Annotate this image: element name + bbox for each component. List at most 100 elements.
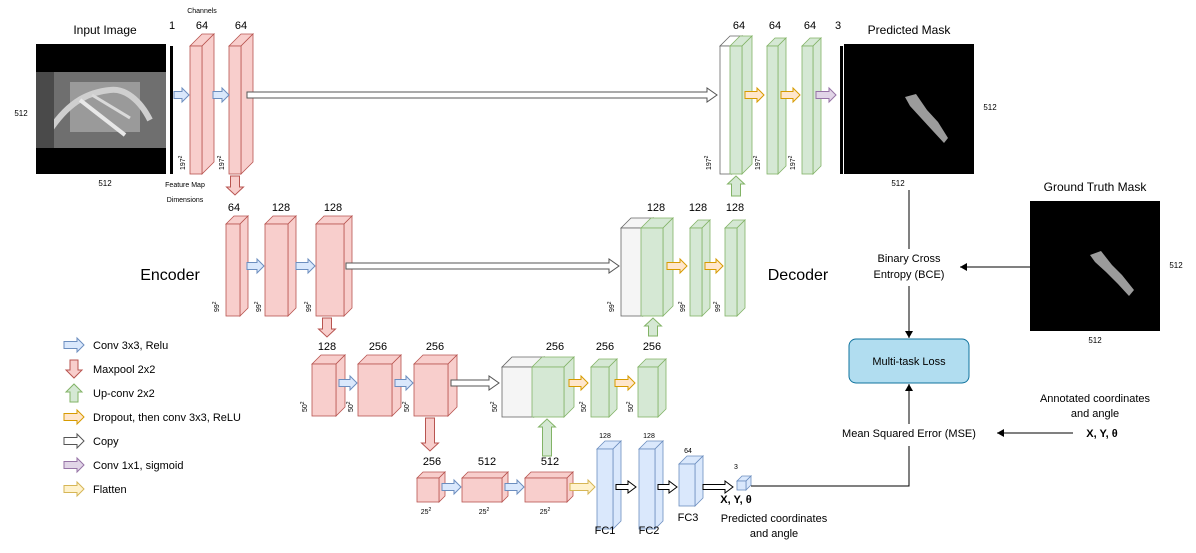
legend-arrow-icon-0 bbox=[63, 336, 85, 354]
dim-label-dec3-a: 502 bbox=[490, 401, 499, 412]
channel-label-e2b: 128 bbox=[272, 202, 290, 214]
upconv-arrow-2 bbox=[643, 317, 663, 337]
dim-label-enc3-a: 502 bbox=[300, 401, 309, 412]
dim-label-bottleneck-b: 252 bbox=[479, 507, 490, 516]
annotated-label-line1: Annotated coordinates bbox=[1040, 393, 1151, 405]
dec1-upconv-block bbox=[729, 35, 753, 175]
channel-label-b3: 512 bbox=[541, 456, 559, 468]
dimensions-caption: Dimensions bbox=[167, 197, 204, 204]
predicted-mask-title: Predicted Mask bbox=[868, 23, 952, 37]
maxpool-arrow-1 bbox=[225, 175, 245, 196]
dim-label-dec2-c: 992 bbox=[713, 301, 722, 312]
predicted-coords-line2: and angle bbox=[750, 528, 798, 540]
dim-label-dec2-b: 992 bbox=[678, 301, 687, 312]
bottleneck-block-b bbox=[461, 471, 509, 503]
channel-label-d1c: 64 bbox=[804, 20, 816, 32]
channel-label-e2c: 128 bbox=[324, 202, 342, 214]
gt-mask-side-label: 512 bbox=[1169, 261, 1183, 270]
coords-output-block bbox=[736, 475, 752, 491]
channel-label-xy: 3 bbox=[734, 464, 738, 471]
bottleneck-block-c bbox=[524, 471, 574, 503]
legend-arrow-icon-4 bbox=[63, 432, 85, 450]
bce-label-line2: Entropy (BCE) bbox=[874, 269, 945, 281]
dropout-arrow-dec2-b bbox=[704, 257, 724, 275]
enc3-block-b bbox=[357, 354, 402, 417]
channel-label-d3: 256 bbox=[546, 341, 564, 353]
arrow-layer bbox=[173, 86, 837, 496]
channel-label-e3b: 256 bbox=[369, 341, 387, 353]
channel-label-d1: 64 bbox=[733, 20, 745, 32]
legend-item-4: Copy bbox=[63, 432, 119, 450]
input-image-title: Input Image bbox=[73, 23, 137, 37]
mse-to-loss-line-head bbox=[905, 384, 913, 391]
legend-label-2: Up-conv 2x2 bbox=[93, 388, 155, 400]
connector-layer bbox=[751, 190, 1073, 487]
dim-label-dec1-c: 1972 bbox=[788, 155, 797, 170]
legend-item-2: Up-conv 2x2 bbox=[64, 383, 155, 403]
fc1-label: FC1 bbox=[595, 525, 616, 537]
conv-arrow-enc2-a bbox=[246, 257, 265, 275]
legend-label-4: Copy bbox=[93, 436, 119, 448]
input-channel-bar bbox=[170, 46, 173, 174]
bce-label-line1: Binary Cross bbox=[878, 253, 941, 265]
conv-arrow-enc2-b bbox=[295, 257, 316, 275]
conv-arrow-input bbox=[173, 86, 190, 104]
copy-arrow-level1 bbox=[246, 87, 718, 103]
copy-arrow-level3 bbox=[450, 375, 500, 391]
channel-in: 1 bbox=[169, 20, 175, 32]
enc2-block-b bbox=[264, 215, 297, 317]
input-image-side-label: 512 bbox=[14, 109, 28, 118]
flatten-arrow bbox=[569, 478, 596, 496]
legend-item-0: Conv 3x3, Relu bbox=[63, 336, 168, 354]
predicted-coords-vars: X, Y, θ bbox=[720, 494, 751, 506]
channel-label-fc3: 64 bbox=[684, 448, 692, 455]
channel-label-e2a: 64 bbox=[228, 202, 240, 214]
channel-label-d2b: 128 bbox=[689, 202, 707, 214]
maxpool-arrow-3 bbox=[420, 417, 440, 452]
predicted-mask-bottom-label: 512 bbox=[891, 179, 905, 188]
gt-mask-shape bbox=[1090, 251, 1134, 296]
annotated-to-mse-line-head bbox=[997, 429, 1004, 437]
encoder-label: Encoder bbox=[140, 267, 200, 284]
maxpool-arrow-2 bbox=[317, 317, 337, 338]
enc1-block-a bbox=[189, 33, 215, 175]
multitask-loss-box bbox=[848, 338, 970, 384]
dim-label-enc1-b: 1972 bbox=[217, 155, 226, 170]
fc-arrow-1 bbox=[615, 480, 637, 494]
input-image-bottom-label: 512 bbox=[98, 179, 112, 188]
dim-label-enc2-b: 992 bbox=[254, 301, 263, 312]
channel-label-e3c: 256 bbox=[426, 341, 444, 353]
channel-label-d1b: 64 bbox=[769, 20, 781, 32]
channel-label-fc2: 128 bbox=[643, 433, 655, 440]
gt-to-bce-line-head bbox=[960, 263, 967, 271]
annotated-vars: X, Y, θ bbox=[1086, 428, 1117, 440]
dim-label-dec1-a: 1972 bbox=[704, 155, 713, 170]
dim-label-enc3-b: 502 bbox=[346, 401, 355, 412]
dim-label-enc2-a: 992 bbox=[212, 301, 221, 312]
conv-arrow-enc3-b bbox=[394, 374, 414, 392]
multitask-loss-label: Multi-task Loss bbox=[872, 356, 946, 368]
legend-item-6: Flatten bbox=[63, 480, 127, 498]
legend-label-5: Conv 1x1, sigmoid bbox=[93, 460, 184, 472]
channel-label-d2c: 128 bbox=[726, 202, 744, 214]
predicted-mask-shape bbox=[905, 94, 948, 143]
legend-label-1: Maxpool 2x2 bbox=[93, 364, 155, 376]
fc1-block bbox=[596, 440, 622, 530]
legend-item-5: Conv 1x1, sigmoid bbox=[63, 456, 184, 474]
channel-label-e3a: 128 bbox=[318, 341, 336, 353]
legend-arrow-icon-5 bbox=[63, 456, 85, 474]
dim-label-enc2-c: 992 bbox=[304, 301, 313, 312]
fc3-label: FC3 bbox=[678, 512, 699, 524]
dropout-arrow-dec1-a bbox=[744, 86, 765, 104]
channels-caption: Channels bbox=[187, 8, 217, 15]
dec3-block-b bbox=[590, 358, 618, 418]
fc3-block bbox=[678, 455, 704, 507]
dropout-arrow-dec2-a bbox=[666, 257, 688, 275]
input-image-content bbox=[36, 72, 166, 148]
dropout-arrow-dec3-a bbox=[568, 374, 589, 392]
legend-arrow-icon-6 bbox=[63, 480, 85, 498]
conv-arrow-enc1 bbox=[212, 86, 230, 104]
predicted-coords-line1: Predicted coordinates bbox=[721, 513, 828, 525]
